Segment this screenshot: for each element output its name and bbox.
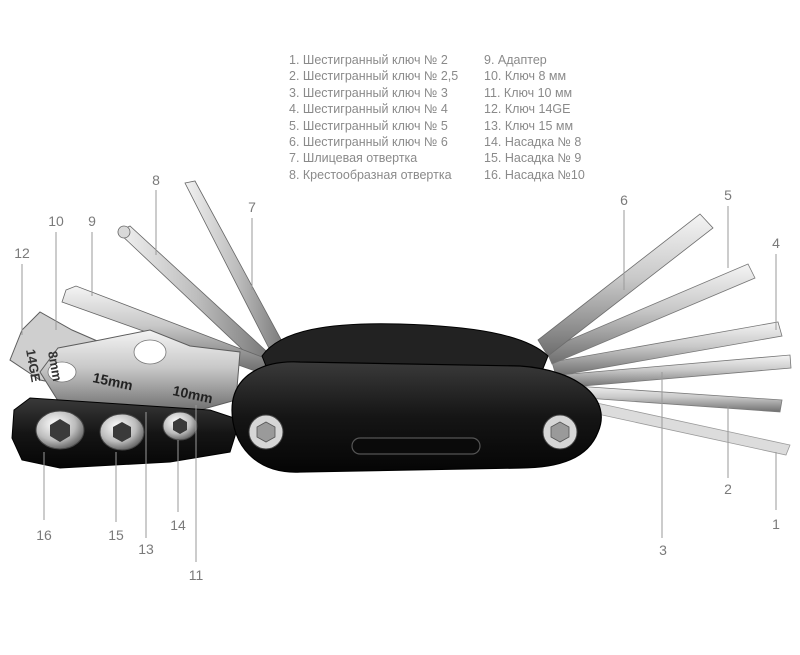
socket-14 <box>162 411 198 441</box>
engraving-8mm: 8mm <box>45 350 65 383</box>
callout-13: 13 <box>138 541 154 557</box>
legend-item-10: 10. Ключ 8 мм <box>484 69 567 84</box>
callout-3: 3 <box>659 542 667 558</box>
callout-7: 7 <box>248 199 256 215</box>
body-front-plate <box>231 361 602 473</box>
tool-body <box>231 323 602 473</box>
legend-item-8: 8. Крестообразная отвертка <box>289 167 452 182</box>
legend-right: 9. Адаптер 10. Ключ 8 мм 11. Ключ 10 мм … <box>484 52 585 183</box>
legend-item-16: 16. Насадка №10 <box>484 167 585 182</box>
legend-item-9: 9. Адаптер <box>484 53 547 67</box>
callout-10: 10 <box>48 213 64 229</box>
callout-14: 14 <box>170 517 186 533</box>
legend-item-14: 14. Насадка № 8 <box>484 135 582 150</box>
callout-1: 1 <box>772 516 780 532</box>
hex-key-6 <box>537 213 714 357</box>
legend-item-5: 5. Шестигранный ключ № 5 <box>289 118 448 133</box>
legend-item-11: 11. Ключ 10 мм <box>484 85 573 100</box>
leader-lines <box>21 190 777 562</box>
legend-item-3: 3. Шестигранный ключ № 3 <box>289 85 448 100</box>
engraving-14ge: 14GE <box>23 348 44 384</box>
callout-2: 2 <box>724 481 732 497</box>
callout-9: 9 <box>88 213 96 229</box>
callout-15: 15 <box>108 527 124 543</box>
legend-item-6: 6. Шестигранный ключ № 6 <box>289 135 448 150</box>
legend-left: 1. Шестигранный ключ № 2 2. Шестигранный… <box>289 52 458 183</box>
callout-5: 5 <box>724 187 732 203</box>
hex-keys <box>537 213 792 456</box>
legend-item-2: 2. Шестигранный ключ № 2,5 <box>289 69 459 84</box>
legend-item-13: 13. Ключ 15 мм <box>484 118 574 133</box>
sockets <box>35 410 198 451</box>
callout-4: 4 <box>772 235 780 251</box>
bolt-left <box>248 414 284 450</box>
callout-11: 11 <box>188 567 204 583</box>
legend-item-15: 15. Насадка № 9 <box>484 151 582 166</box>
legend-item-12: 12. Ключ 14GE <box>484 102 571 117</box>
legend-item-4: 4. Шестигранный ключ № 4 <box>289 102 448 117</box>
callout-16: 16 <box>36 527 52 543</box>
bolt-right <box>542 414 578 450</box>
callout-8: 8 <box>152 172 160 188</box>
body-slot <box>351 437 481 455</box>
socket-16 <box>35 410 85 450</box>
socket-15 <box>99 413 145 451</box>
wrench-plates: 14GE 8mm 15mm 10mm <box>9 311 241 413</box>
hex-key-5 <box>545 263 756 365</box>
callout-12: 12 <box>14 245 30 261</box>
legend-item-1: 1. Шестигранный ключ № 2 <box>289 53 448 67</box>
callout-6: 6 <box>620 192 628 208</box>
legend-item-7: 7. Шлицевая отвертка <box>289 151 418 166</box>
